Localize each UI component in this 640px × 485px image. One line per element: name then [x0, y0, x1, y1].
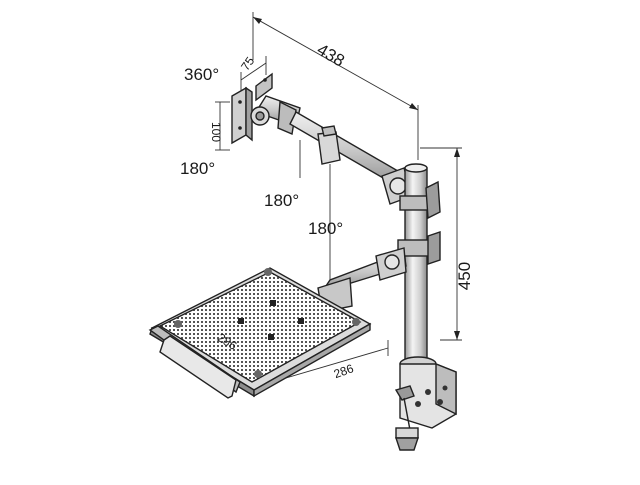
plate-tilt-rotation-label: 180°: [180, 159, 215, 178]
laptop-tray: 286: [148, 267, 372, 399]
vesa-plate: [231, 72, 273, 145]
arm-length-label: 438: [314, 40, 348, 71]
monitor-plate-rotation-label: 360°: [184, 65, 219, 84]
desk-clamp: [394, 356, 457, 451]
tray-depth-label: 286: [332, 361, 356, 381]
arm-joint-1-rotation-label: 180°: [264, 191, 299, 210]
pole-height-label: 450: [455, 262, 474, 290]
pole: [397, 163, 441, 369]
dimension-pole-height: 450: [420, 147, 474, 341]
vesa-height-label: 100: [209, 122, 223, 142]
arm-joint-2-rotation-label: 180°: [308, 219, 343, 238]
dimension-vesa-height: 100: [209, 101, 230, 151]
